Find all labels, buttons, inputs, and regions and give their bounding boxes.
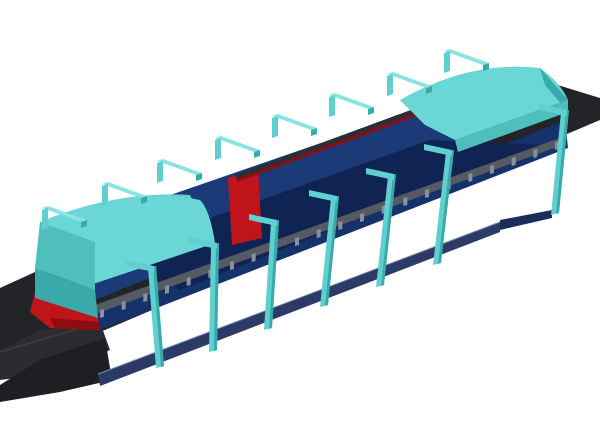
top-crossbeam-end — [483, 63, 489, 71]
frame-front-legs — [126, 104, 569, 368]
front-leg-arm — [539, 104, 567, 116]
top-crossbeam — [102, 182, 147, 198]
bottom-rail-front — [98, 222, 500, 386]
back-leg — [272, 116, 278, 138]
back-leg — [329, 95, 335, 117]
rail-bracket — [316, 229, 321, 238]
hood-right-top — [400, 66, 568, 140]
hood-left-end-cap — [35, 222, 95, 290]
top-crossbeam — [387, 72, 432, 88]
back-leg — [157, 161, 163, 183]
back-leg — [102, 184, 108, 206]
rail-bracket — [100, 309, 104, 318]
back-leg — [444, 51, 450, 73]
belt-lower-run — [0, 338, 112, 402]
bottom-rail-highlight — [97, 221, 501, 375]
front-leg-arm — [424, 144, 452, 156]
rail-bracket — [251, 253, 256, 262]
front-leg-arm — [249, 214, 277, 226]
rail-bracket — [338, 221, 343, 230]
hood-right-side-face — [455, 100, 568, 152]
top-crossbeam-end — [141, 196, 147, 204]
top-crossbeam — [42, 206, 87, 222]
front-leg-arm — [309, 190, 337, 202]
side-rail-brackets — [100, 141, 559, 318]
top-crossbeam-end — [196, 173, 202, 181]
rail-bracket — [533, 149, 538, 158]
red-panel-end-shadow — [50, 318, 100, 330]
bottom-rail-back — [500, 210, 552, 230]
rail-bracket — [403, 197, 408, 206]
front-leg-shade — [556, 110, 569, 214]
hood-right-end-face — [540, 68, 568, 112]
top-crossbeam — [215, 136, 260, 152]
canopy-hood-left — [35, 194, 215, 318]
front-leg-shade — [214, 243, 219, 351]
rail-bracket — [143, 293, 148, 302]
front-leg-shade — [269, 220, 279, 329]
rail-bracket — [511, 157, 516, 166]
top-crossbeam-end — [254, 150, 260, 158]
top-crossbeam — [272, 114, 317, 130]
top-crossbeam-end — [81, 220, 87, 228]
front-leg-shade — [381, 174, 396, 286]
frame-back-legs — [42, 51, 450, 230]
top-crossbeam-end — [426, 86, 432, 94]
rail-bracket — [468, 173, 473, 182]
hood-left-front-face — [35, 268, 98, 318]
front-leg-arm — [126, 260, 154, 272]
rail-bracket — [425, 189, 429, 198]
belt-surface-front — [0, 322, 110, 380]
rail-bracket — [230, 261, 234, 270]
rail-bracket — [360, 213, 364, 222]
rail-bracket — [295, 237, 299, 246]
top-crossbeam-end — [368, 107, 374, 115]
front-leg-arm — [366, 168, 394, 180]
rail-bracket — [121, 301, 126, 310]
rail-bracket — [490, 165, 494, 174]
top-crossbeam — [444, 49, 489, 65]
back-leg — [215, 138, 221, 160]
back-leg — [387, 74, 393, 96]
rail-bracket — [186, 277, 191, 286]
front-leg-shade — [153, 266, 164, 367]
frame-crossbeams — [42, 49, 489, 228]
top-crossbeam — [157, 159, 202, 175]
canopy-hood-right — [400, 66, 568, 152]
back-leg — [42, 208, 48, 230]
front-leg-shade — [325, 196, 339, 306]
front-leg-arm — [189, 237, 217, 249]
red-panel-center — [228, 168, 262, 245]
rail-bracket — [165, 285, 169, 294]
top-crossbeam-end — [311, 128, 317, 136]
front-leg-shade — [438, 150, 454, 264]
top-crossbeam — [329, 93, 374, 109]
